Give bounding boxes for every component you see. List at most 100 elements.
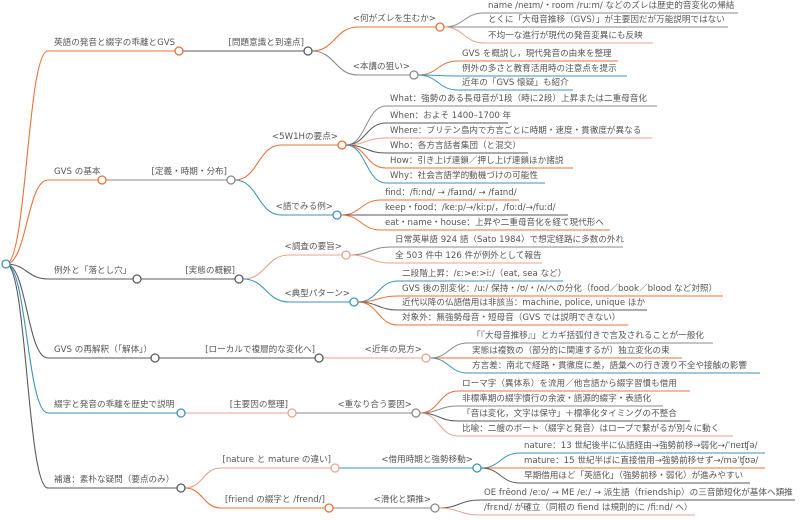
leaf-link — [419, 405, 663, 414]
topic-label[interactable]: <滑化と類推> — [373, 495, 431, 505]
leaf-item: Why：社会言語学的動機づけの可能性 — [390, 171, 538, 181]
subtopic-node-toggle[interactable] — [314, 353, 324, 363]
leaf-link — [419, 390, 690, 414]
subtopic-node-toggle[interactable] — [330, 463, 340, 473]
leaf-link — [417, 74, 573, 91]
leaf-link — [357, 301, 628, 326]
topic-label[interactable]: <5W1Hの要点> — [271, 132, 338, 142]
leaf-item: 方言差：南北で経路・貫徹度に差，語彙への行き渡り不全や接触の影響 — [472, 361, 748, 371]
branch-link — [5, 263, 151, 359]
topic-label[interactable]: <典型パターン> — [284, 289, 350, 299]
branch-link — [5, 263, 133, 280]
topic-node-toggle[interactable] — [341, 250, 351, 260]
leaf-item: name /neɪm/・room /ruːm/ などのズレは歴史的音変化の帰結 — [488, 1, 735, 11]
branch-link — [5, 263, 177, 414]
subtopic-node-toggle[interactable] — [234, 274, 244, 284]
topic-label[interactable]: <近年の見方> — [364, 345, 422, 355]
leaf-link — [419, 412, 733, 437]
topic-node-toggle[interactable] — [409, 70, 419, 80]
topic-label[interactable]: <語でみる例> — [275, 202, 333, 212]
topic-label[interactable]: <本講の狙い> — [352, 62, 410, 72]
leaf-item: nature：13 世紀後半に仏語経由→強勢前移→弱化→/ˈneɪʧə/ — [524, 441, 758, 451]
leaf-item: Who：各方言話者集団（と混交） — [390, 141, 521, 151]
leaf-link — [438, 507, 695, 516]
leaf-item: GVS を概説し，現代発音の由来を整理 — [462, 49, 612, 59]
leaf-item: eat・name・house：上昇や二重母音化を経て現代形へ — [385, 218, 604, 228]
topic-label[interactable]: <調査の要旨> — [284, 242, 342, 252]
leaf-item: 非標準期の綴字慣行の余波・語源的綴字・表語化 — [462, 394, 652, 404]
branch-node-toggle[interactable] — [174, 46, 184, 56]
branch-label[interactable]: GVS の再解釈（「解体」） — [54, 345, 153, 355]
leaf-item: How：引き上げ連鎖／押し上げ連鎖ほか諸説 — [390, 156, 564, 166]
subtopic-node-toggle[interactable] — [324, 503, 334, 513]
leaf-link — [443, 12, 738, 28]
branch-node-toggle[interactable] — [97, 175, 107, 185]
leaf-item: 近代以降の仏語借用は非該当：machine, police, unique ほか — [402, 298, 646, 308]
leaf-link — [429, 357, 760, 374]
leaf-item: Where：ブリテン島内で方言ごとに時期・速度・貫徹度が異なる — [390, 126, 642, 136]
topic-node-toggle[interactable] — [435, 22, 445, 32]
leaf-item: 日常英単語 924 語（Sato 1984）で想定経路に多数の外れ — [395, 235, 625, 245]
subtopic-label[interactable]: [friend の綴字と /frend/] — [224, 495, 325, 505]
branch-node-toggle[interactable] — [150, 353, 160, 363]
subtopic-label[interactable]: [実態の概観] — [185, 266, 235, 276]
topic-node-toggle[interactable] — [337, 140, 347, 150]
branch-node-toggle[interactable] — [176, 483, 186, 493]
leaf-link — [345, 144, 545, 184]
topic-node-toggle[interactable] — [349, 297, 359, 307]
leaf-link — [349, 246, 623, 256]
leaf-item: 近年の「GVS 懐疑」も紹介 — [462, 78, 569, 88]
branch-node-toggle[interactable] — [176, 408, 186, 418]
branch-label[interactable]: 綴字と発音の乖離を歴史で説明 — [54, 400, 175, 410]
leaf-item: 対象外：無強勢母音・短母音（GVS では説明できない） — [402, 313, 621, 323]
leaf-item: 実態は複数の（部分的に関連するが）独立変化の束 — [472, 346, 670, 356]
topic-label[interactable]: <重なり合う要因> — [337, 400, 412, 410]
branch-label[interactable]: 英語の発音と綴字の乖離とGVS — [54, 38, 176, 48]
subtopic-label[interactable]: [ローカルで複層的な変化へ] — [205, 345, 315, 355]
leaf-link — [443, 26, 653, 44]
leaf-link — [340, 214, 610, 231]
topic-node-toggle[interactable] — [411, 408, 421, 418]
topic-node-toggle[interactable] — [430, 503, 440, 513]
leaf-link — [345, 137, 652, 146]
leaf-item: 比喩：二艘のボート（綴字と発音）はロープで繋がるが別々に動く — [462, 424, 720, 434]
leaf-link — [438, 499, 795, 509]
leaf-item: 例外の多さと教育活用時の注意点を提示 — [462, 64, 617, 74]
topic-link — [242, 254, 342, 280]
leaf-link — [480, 467, 750, 484]
branch-label[interactable]: GVS の基本 — [54, 167, 101, 177]
leaf-item: When：およそ 1400–1700 年 — [390, 111, 512, 121]
subtopic-label[interactable]: [定義・時期・分布] — [151, 167, 227, 177]
subtopic-node-toggle[interactable] — [303, 46, 313, 56]
topic-label[interactable]: <何がズレを生むか> — [352, 14, 436, 24]
topic-link — [311, 50, 410, 76]
branch-label[interactable]: 例外と「落とし穴」 — [54, 266, 132, 276]
leaf-item: 早期借用ほど「英語化」（強勢前移・弱化）が進みやすい — [524, 471, 744, 481]
subtopic-label[interactable]: [nature と mature の違い] — [222, 455, 331, 465]
leaf-link — [429, 342, 713, 359]
subtopic-label[interactable]: [主要因の整理] — [229, 400, 288, 410]
subtopic-node-toggle[interactable] — [226, 175, 236, 185]
root-node[interactable] — [1, 259, 11, 269]
topic-node-toggle[interactable] — [472, 463, 482, 473]
subtopic-link — [184, 467, 331, 489]
topic-node-toggle[interactable] — [421, 353, 431, 363]
branch-node-toggle[interactable] — [132, 274, 142, 284]
leaf-link — [417, 60, 618, 76]
subtopic-node-toggle[interactable] — [287, 408, 297, 418]
leaf-item: mature：15 世紀半ばに直接借用→強勢前移せず→/məˈʧʊə/ — [524, 456, 759, 466]
leaf-item: とくに「大母音推移（GVS）」が主要因だが万能説明ではない — [488, 15, 725, 25]
leaf-link — [345, 105, 657, 146]
topic-label[interactable]: <借用時期と強勢移動> — [381, 455, 473, 465]
subtopic-label[interactable]: [問題意識と到達点] — [228, 38, 304, 48]
topic-node-toggle[interactable] — [332, 210, 342, 220]
branch-label[interactable]: 補遺：素朴な疑問（要点のみ） — [54, 475, 175, 485]
leaf-link — [340, 199, 519, 216]
branch-link — [5, 263, 177, 489]
topic-link — [311, 26, 436, 52]
leaf-link — [480, 452, 765, 469]
leaf-item: ローマ字（異体系）を流用／他言語から綴字習慣も借用 — [462, 379, 677, 389]
leaf-link — [417, 74, 627, 77]
